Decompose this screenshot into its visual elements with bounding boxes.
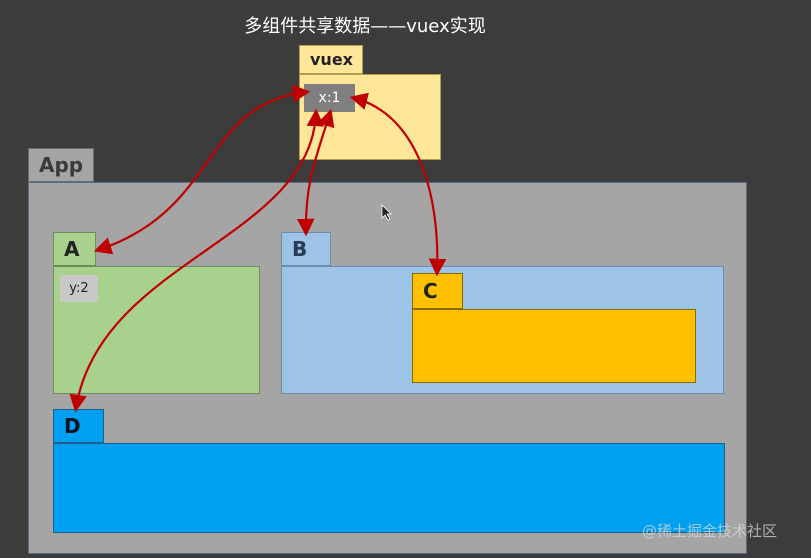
- diagram-title: 多组件共享数据——vuex实现: [244, 16, 486, 37]
- arrow-vuex-a: [93, 84, 311, 255]
- arrow-vuex-c: [349, 92, 447, 277]
- component-d-box: [53, 443, 725, 533]
- vuex-state-x: x:1: [304, 84, 355, 112]
- watermark: @稀土掘金技术社区: [642, 522, 778, 540]
- vuex-tab: vuex: [299, 45, 363, 74]
- component-d-tab: D: [53, 409, 104, 443]
- arrow-vuex-b: [296, 108, 335, 237]
- arrow-vuex-d: [69, 108, 325, 413]
- component-c-tab: C: [412, 273, 463, 309]
- component-c-box: [412, 309, 696, 383]
- mouse-cursor-icon: [381, 204, 392, 221]
